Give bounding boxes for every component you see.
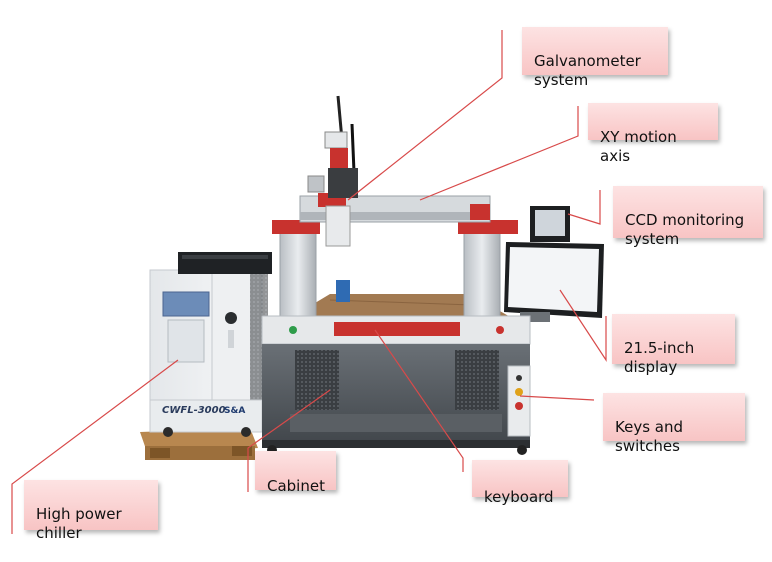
cabinet-body	[261, 315, 531, 455]
callout-galvanometer: Galvanometer system	[522, 27, 668, 89]
label-21-5-inch-display: 21.5-inch display	[624, 339, 695, 376]
galvanometer-head	[307, 95, 358, 247]
leader-cabinet	[247, 389, 331, 492]
display-unit	[504, 242, 604, 322]
label-cabinet: Cabinet	[267, 477, 325, 495]
wooden-pallet	[140, 428, 258, 460]
leader-lines	[11, 30, 607, 534]
chiller-unit	[149, 252, 272, 437]
callout-cabinet: Cabinet	[255, 451, 336, 495]
callout-ccd: CCD monitoring system	[613, 186, 763, 248]
ccd-monitor-unit	[530, 206, 570, 242]
leader-ccd	[567, 190, 601, 225]
leader-display	[559, 289, 607, 363]
leader-keys	[519, 395, 595, 401]
callout-display: 21.5-inch display	[612, 314, 735, 376]
callout-xy-axis: XY motion axis	[588, 103, 718, 165]
chiller-brand-text: CWFL-3000	[162, 405, 226, 416]
leader-chiller	[11, 359, 179, 534]
label-keyboard: keyboard	[484, 488, 554, 506]
label-galvanometer-system: Galvanometer system	[534, 52, 641, 89]
leader-galvanometer	[347, 30, 503, 201]
callout-keys: Keys and switches	[603, 393, 745, 455]
label-keys-and-switches: Keys and switches	[615, 418, 683, 455]
callout-keyboard: keyboard	[472, 460, 568, 506]
label-xy-motion-axis: XY motion axis	[600, 128, 677, 165]
label-high-power-chiller: High power chiller	[36, 505, 122, 542]
callout-chiller: High power chiller	[24, 480, 158, 542]
chiller-logo-text: S&A	[224, 406, 245, 416]
label-ccd-monitoring-system: CCD monitoring system	[625, 211, 745, 248]
leader-keyboard	[374, 329, 464, 472]
leader-xy-axis	[419, 106, 579, 201]
